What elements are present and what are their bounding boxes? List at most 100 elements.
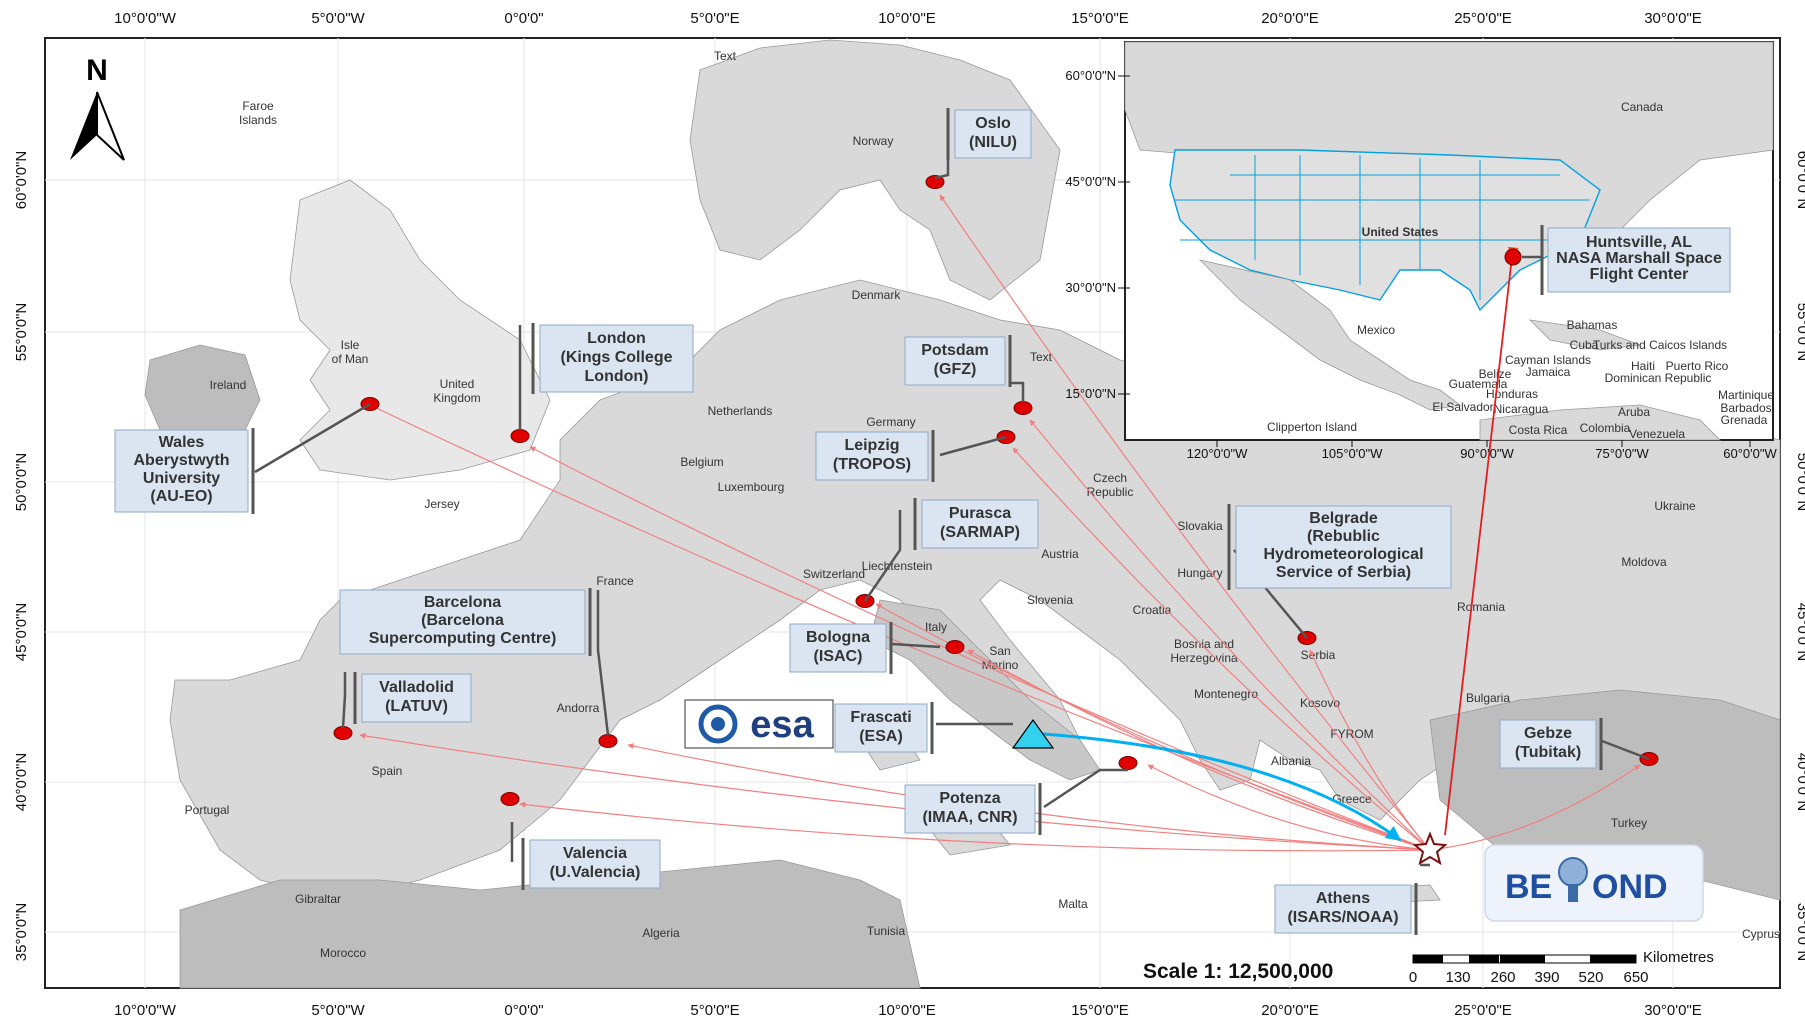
inset-country-label: Colombia	[1580, 421, 1631, 435]
stray-text-label: Text	[714, 49, 737, 63]
scale-tick: 650	[1623, 969, 1648, 986]
country-label: Bulgaria	[1466, 691, 1510, 705]
station-label-line: Oslo	[975, 115, 1011, 132]
station-label-line: Gebze	[1524, 725, 1572, 742]
inset-country-label: Aruba	[1618, 405, 1650, 419]
inset-station-line: Huntsville, AL	[1586, 234, 1692, 251]
station-label: Leipzig(TROPOS)	[815, 430, 1007, 482]
inset-country-label: Honduras	[1486, 387, 1538, 401]
station-dot	[510, 429, 530, 443]
station-label-line: Valladolid	[379, 679, 454, 696]
station-label-line: Barcelona	[424, 594, 501, 611]
country-label: Malta	[1058, 897, 1088, 911]
lat-tick-left: 50°0'0"N	[13, 453, 30, 511]
country-label: Bosnia and	[1174, 637, 1234, 651]
lon-tick-top: 10°0'0"W	[114, 10, 177, 27]
station-label-line: (Rebublic	[1307, 528, 1380, 545]
lon-tick-bottom: 0°0'0"	[504, 1002, 543, 1016]
beyond-logo: BE OND	[1484, 844, 1704, 922]
inset-lat-tick: 45°0'0"N	[1065, 174, 1116, 189]
station-label-line: (U.Valencia)	[550, 864, 641, 881]
country-label: Hungary	[1177, 566, 1222, 580]
country-label: Isle	[341, 338, 360, 352]
lon-tick-bottom: 30°0'0"E	[1644, 1002, 1702, 1016]
lat-tick-right: 35°0'0"N	[1794, 903, 1805, 961]
inset-lat-tick: 30°0'0"N	[1065, 280, 1116, 295]
station-dot	[1013, 401, 1033, 415]
lat-tick-right: 60°0'0"N	[1794, 151, 1805, 209]
inset-country-label: El Salvador	[1432, 400, 1493, 414]
connection-arrow	[967, 649, 1431, 851]
country-label: Greece	[1332, 792, 1372, 806]
inset-country-label: Barbados	[1720, 401, 1771, 415]
country-label: Czech	[1093, 471, 1127, 485]
station-label-line: Aberystwyth	[133, 452, 229, 469]
lat-tick-right: 45°0'0"N	[1794, 603, 1805, 661]
inset-country-label: Jamaica	[1526, 365, 1571, 379]
lon-tick-bottom: 20°0'0"E	[1261, 1002, 1319, 1016]
country-label: Netherlands	[708, 404, 773, 418]
station-label: Potenza(IMAA, CNR)	[904, 768, 1128, 835]
country-label: Montenegro	[1194, 687, 1258, 701]
country-label: Tunisia	[867, 924, 906, 938]
lon-tick-bottom: 5°0'0"E	[690, 1002, 739, 1016]
station-label-line: (GFZ)	[934, 361, 977, 378]
station-label: Valencia (U.Valencia)	[510, 822, 661, 890]
inset-lon-tick: 75°0'0"W	[1595, 446, 1649, 461]
station-label: Oslo(NILU)	[934, 108, 1032, 180]
scale-tick: 260	[1490, 969, 1515, 986]
country-label: Germany	[866, 415, 915, 429]
lon-tick-top: 5°0'0"E	[690, 10, 739, 27]
lat-tick-right: 40°0'0"N	[1794, 753, 1805, 811]
country-label: Ireland	[210, 378, 247, 392]
country-label: Morocco	[320, 946, 366, 960]
country-label: United	[440, 377, 475, 391]
inset-country-label: Bahamas	[1567, 318, 1618, 332]
inset-country-label: United States	[1362, 225, 1439, 239]
station-label-line: London)	[585, 368, 649, 385]
station-label-line: Potsdam	[921, 342, 989, 359]
inset-map: 60°0'0"N45°0'0"N30°0'0"N15°0'0"N120°0'0"…	[1065, 41, 1777, 836]
lon-tick-top: 5°0'0"W	[311, 10, 365, 27]
station-dots	[333, 175, 1659, 806]
country-label: Denmark	[852, 288, 902, 302]
station-label: Belgrade(RebublicHydrometeorologicalServ…	[1227, 504, 1452, 639]
station-label-line: Valencia	[563, 845, 627, 862]
inset-lon-tick: 90°0'0"W	[1460, 446, 1514, 461]
connection-arrow	[1012, 447, 1431, 851]
scale-tick: 520	[1578, 969, 1603, 986]
station-dot	[925, 175, 945, 189]
lat-tick-left: 55°0'0"N	[13, 303, 30, 361]
country-label: Liechtenstein	[862, 559, 933, 573]
inset-country-label: Mexico	[1357, 323, 1395, 337]
inset-country-label: Dominican Republic	[1605, 371, 1712, 385]
connection-arrow	[1429, 764, 1641, 851]
station-label-line: Leipzig	[844, 437, 899, 454]
lat-tick-right: 55°0'0"N	[1794, 303, 1805, 361]
station-label-line: London	[587, 330, 646, 347]
connection-arrow	[519, 801, 1431, 852]
inset-lon-tick: 105°0'0"W	[1322, 446, 1383, 461]
lon-tick-top: 0°0'0"	[504, 10, 543, 27]
connection-arrow	[529, 446, 1431, 851]
lon-tick-top: 20°0'0"E	[1261, 10, 1319, 27]
country-label: Faroe	[242, 99, 274, 113]
country-label: Algeria	[642, 926, 680, 940]
country-label: Turkey	[1611, 816, 1647, 830]
scale-tick: 130	[1445, 969, 1470, 986]
country-label: Norway	[853, 134, 894, 148]
station-label-line: (LATUV)	[385, 698, 448, 715]
country-label: Portugal	[185, 803, 230, 817]
inset-country-label: Venezuela	[1629, 427, 1685, 441]
connection-arrow	[369, 404, 1431, 851]
country-label: Austria	[1041, 547, 1079, 561]
beyond-logo-right: OND	[1592, 868, 1668, 906]
inset-lon-tick: 60°0'0"W	[1723, 446, 1777, 461]
inset-country-label: Turks and Caicos Islands	[1593, 338, 1727, 352]
esa-link-arrow	[1029, 731, 1402, 842]
